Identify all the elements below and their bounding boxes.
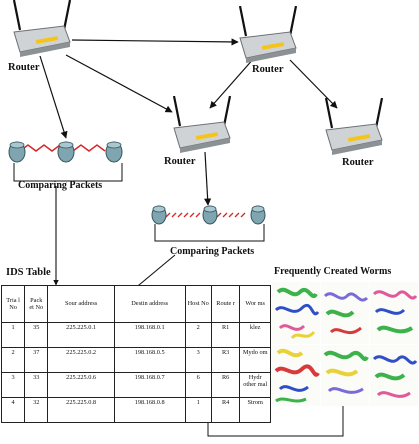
router-icon [238,6,298,63]
table-cell: 4 [0,397,26,423]
worm-structure-image [321,344,369,406]
worm-structure-image [370,344,418,406]
comparison-1-devices [8,141,123,163]
router-icon [324,98,384,155]
table-cell: 225.225.0.8 [47,397,115,423]
switch-icon [151,205,167,225]
table-row: 3 33 225.225.0.6 198.168.0.7 6 R6 Hydr o… [0,372,271,398]
link-r1-r3 [65,54,173,113]
column-header: Tria l No [0,285,26,323]
link-r3-c2 [204,151,212,206]
comparison-2-devices [151,205,266,225]
ids-table: Tria l No Pack et No Sour address Destin… [0,285,271,423]
table-row: 4 32 225.225.0.8 198.168.0.8 1 R4 Strom [0,397,271,423]
bracket-c2 [154,224,265,242]
switch-icon [57,141,75,163]
table-header-row: Tria l No Pack et No Sour address Destin… [0,285,271,323]
router-label: Router [164,156,196,167]
worms-title: Frequently Created Worms [274,266,392,277]
table-cell: 1 [184,397,212,423]
bracket-c1 [13,163,123,182]
table-cell: 2 [0,347,26,373]
table-cell: 225.225.0.1 [47,322,115,348]
comparison-label: Comparing Packets [18,180,103,191]
link-r2-r4 [289,59,338,109]
table-cell: 37 [24,347,49,373]
table-cell: 225.225.0.2 [47,347,115,373]
router-icon [12,0,72,57]
table-cell: 32 [24,397,49,423]
router-label: Router [8,62,40,73]
worm-structure-image [272,344,320,406]
table-cell: 1 [0,322,26,348]
table-cell: 198.168.0.5 [113,347,186,373]
comparison-label: Comparing Packets [170,246,255,257]
table-cell: Hydr other mal [239,372,271,398]
column-header: Pack et No [24,285,49,323]
table-cell: 225.225.0.6 [47,372,115,398]
router-label: Router [252,64,284,75]
link-r1-c1 [39,55,68,139]
column-header: Route r [210,285,241,323]
column-header: Destin address [113,285,186,323]
table-cell: 2 [184,322,212,348]
table-cell: R4 [210,397,241,423]
table-cell: R3 [210,347,241,373]
router-icon [172,96,232,153]
table-cell: Mydo om [239,347,271,373]
table-cell: 3 [184,347,212,373]
table-cell: 198.168.0.1 [113,322,186,348]
table-row: 2 37 225.225.0.2 198.168.0.5 3 R3 Mydo o… [0,347,271,373]
router-label: Router [342,157,374,168]
column-header: Wor ms [239,285,271,323]
table-cell: 3 [0,372,26,398]
table-cell: 33 [24,372,49,398]
table-row: 1 35 225.225.0.1 198.168.0.1 2 R1 klez [0,322,271,348]
ids-table-title: IDS Table [6,267,51,278]
worm-structure-image [272,282,320,344]
table-cell: 35 [24,322,49,348]
switch-icon [105,141,123,163]
column-header: Sour address [47,285,115,323]
switch-icon [8,141,26,163]
table-cell: 198.168.0.8 [113,397,186,423]
table-cell: Strom [239,397,271,423]
link-r2-r3 [209,56,256,109]
table-cell: R6 [210,372,241,398]
table-cell: klez [239,322,271,348]
table-cell: R1 [210,322,241,348]
worm-structure-image [370,282,418,344]
table-cell: 198.168.0.7 [113,372,186,398]
worms-image-grid [272,282,418,406]
link-c2-table [132,254,176,291]
column-header: Host No [184,285,212,323]
switch-icon [250,205,266,225]
link-r1-r2 [71,38,239,46]
worm-structure-image [321,282,369,344]
switch-icon [202,205,218,225]
table-cell: 6 [184,372,212,398]
